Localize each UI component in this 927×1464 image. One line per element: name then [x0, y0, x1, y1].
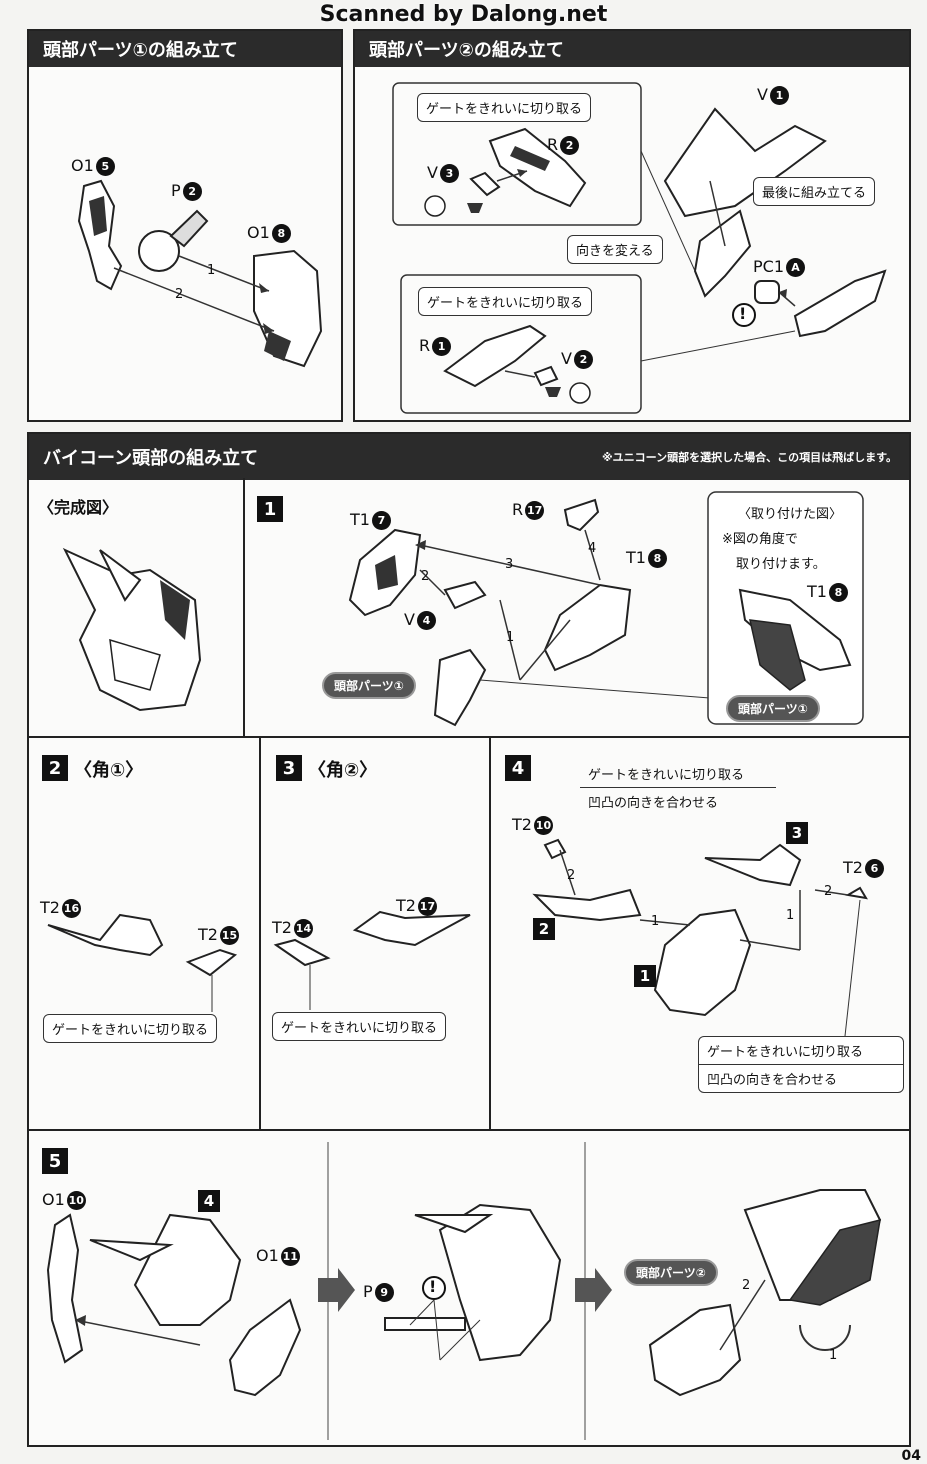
orient-callout: 向きを変える — [567, 235, 663, 264]
step4-order-d: 1 — [786, 908, 795, 923]
caution-icon: ! — [739, 304, 747, 323]
step-1-badge: 1 — [257, 496, 283, 522]
step4-ref-3: 3 — [786, 822, 808, 844]
step1-order-3: 3 — [505, 557, 514, 572]
head-part2-title: 頭部パーツ②の組み立て — [355, 31, 909, 67]
step1-order-2: 2 — [421, 569, 430, 584]
step5-caution-icon: ! — [429, 1277, 437, 1296]
step5-ref-4: 4 — [198, 1190, 220, 1212]
step3-gate-callout: ゲートをきれいに切り取る — [272, 1012, 447, 1041]
gate-callout-lower: ゲートをきれいに切り取る — [418, 287, 593, 316]
step-3-badge: 3 — [276, 755, 302, 781]
step-5-badge: 5 — [42, 1148, 68, 1174]
order-1-label: 1 — [207, 263, 216, 278]
step4-order-b: 1 — [651, 914, 660, 929]
attached-note2: 取り付けます。 — [736, 557, 826, 572]
head-part2-illustration — [392, 82, 887, 414]
step1-order-4: 4 — [588, 541, 597, 556]
step-4-badge: 4 — [505, 755, 531, 781]
complete-figure-title: 〈完成図〉 — [38, 498, 119, 517]
step4-callout-top: ゲートをきれいに切り取る 凹凸の向きを合わせる — [580, 760, 776, 815]
step4-ref-1: 1 — [634, 965, 656, 987]
step2-gate-callout: ゲートをきれいに切り取る — [43, 1014, 218, 1043]
step1-head-part-pill: 頭部パーツ① — [322, 672, 416, 699]
gate-callout-upper: ゲートをきれいに切り取る — [417, 93, 592, 122]
watermark: Scanned by Dalong.net — [319, 2, 608, 27]
step4-callout-bottom: ゲートをきれいに切り取る 凹凸の向きを合わせる — [698, 1036, 904, 1093]
order-2-label: 2 — [175, 287, 184, 302]
step5-head-part-pill: 頭部パーツ② — [624, 1259, 718, 1286]
head-part2-panel: 頭部パーツ②の組み立て ゲートをきれいに切り取る — [353, 29, 911, 422]
step-2-title: 〈角①〉 — [74, 760, 144, 781]
head-part1-title: 頭部パーツ①の組み立て — [29, 31, 341, 67]
step-2-badge: 2 — [42, 755, 68, 781]
step1-order-1: 1 — [506, 630, 515, 645]
step5-order-1: 1 — [829, 1348, 838, 1363]
step4-ref-2: 2 — [533, 918, 555, 940]
last-assemble-callout: 最後に組み立てる — [753, 177, 876, 206]
step5-order-2: 2 — [742, 1278, 751, 1293]
step4-order-c: 2 — [824, 884, 833, 899]
bicorn-note: ※ユニコーン頭部を選択した場合、この項目は飛ばします。 — [601, 451, 897, 464]
attached-note1: ※図の角度で — [722, 532, 798, 547]
head-part1-illustration — [77, 179, 323, 368]
page-number: 04 — [901, 1448, 921, 1464]
attached-head-part-pill: 頭部パーツ① — [726, 695, 820, 722]
step-3-title: 〈角②〉 — [308, 760, 378, 781]
step4-order-a: 2 — [567, 868, 576, 883]
bicorn-title: バイコーン頭部の組み立て ※ユニコーン頭部を選択した場合、この項目は飛ばします。 — [29, 434, 909, 480]
attached-title: 〈取り付けた図〉 — [738, 507, 843, 522]
